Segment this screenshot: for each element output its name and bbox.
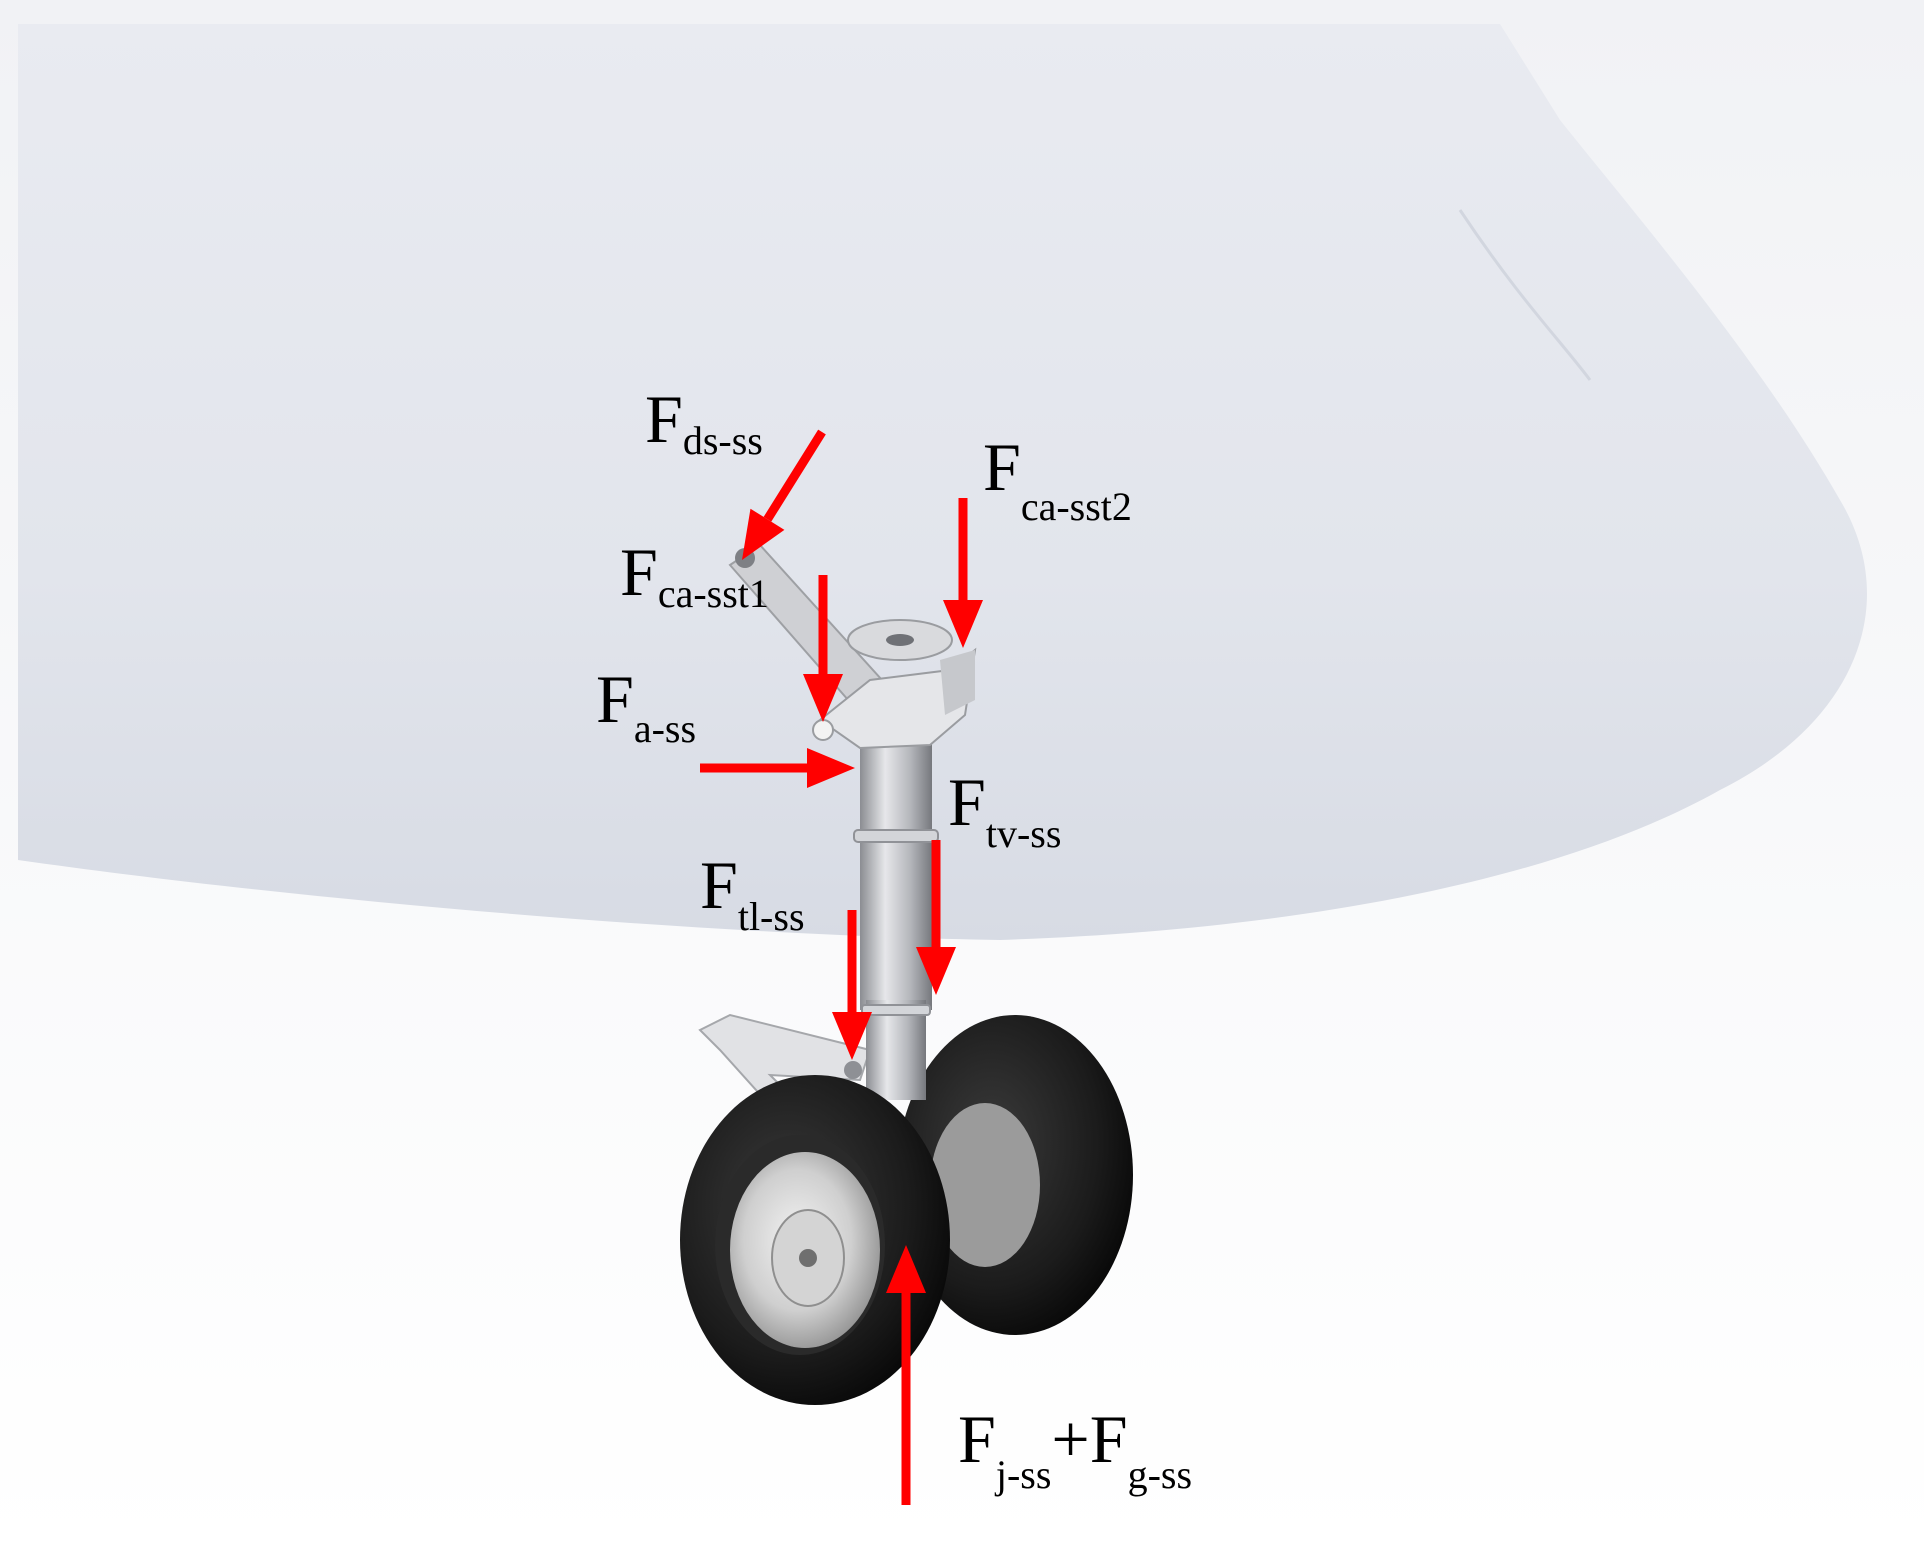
arrow-f-a-ss-head (807, 748, 855, 788)
arrow-f-a-ss (700, 748, 855, 788)
fuselage (18, 24, 1867, 940)
arrow-f-ca-sst1-head (803, 674, 843, 722)
arrow-f-tv-ss-head (916, 947, 956, 995)
label-f-ca-sst2: Fca-sst2 (983, 429, 1132, 529)
front-wheel (680, 1075, 950, 1405)
main-strut (853, 740, 939, 1100)
label-f-a-ss: Fa-ss (596, 661, 696, 751)
arrow-f-ca-sst2-head (943, 600, 983, 648)
label-f-ca-sst1: Fca-sst1 (620, 534, 769, 616)
arrow-f-ds-ss-head (742, 508, 785, 560)
arrow-f-j-g-ss (886, 1245, 926, 1505)
label-f-j-ss-plus-f-g-ss: Fj-ss+Fg-ss (958, 1401, 1192, 1497)
arrow-f-j-g-ss-head (886, 1245, 926, 1293)
label-f-tl-ss: Ftl-ss (700, 847, 805, 939)
trunnion-fitting (812, 619, 977, 750)
label-f-ds-ss: Fds-ss (645, 381, 763, 463)
arrow-f-tv-ss (916, 840, 956, 995)
fuselage-panel-line (1458, 209, 1592, 381)
label-f-tv-ss: Ftv-ss (948, 764, 1061, 856)
arrow-f-ca-sst1 (803, 575, 843, 722)
force-arrows (700, 429, 983, 1505)
arrow-f-ds-ss-shaft (763, 429, 826, 522)
arrow-f-tl-ss-head (832, 1012, 872, 1060)
arrow-f-ds-ss (742, 429, 826, 560)
torque-link (698, 1013, 872, 1102)
arrow-f-tl-ss (832, 910, 872, 1060)
arrow-f-ca-sst2 (943, 498, 983, 648)
rear-wheel (897, 1015, 1133, 1335)
